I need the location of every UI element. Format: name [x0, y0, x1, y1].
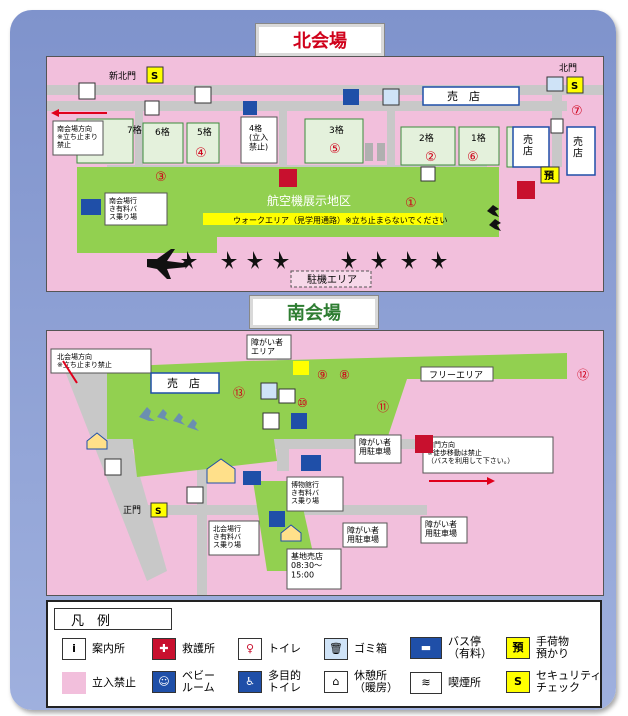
spot-3: ③	[155, 170, 167, 185]
trash-icon: 🗑	[324, 638, 348, 660]
toilet-icon: ♀	[238, 638, 262, 660]
spot-13: ⑬	[233, 386, 245, 400]
north-bus-label: 北会場行き有料バス乗り場	[213, 524, 241, 549]
south-facility-icons	[104, 382, 433, 527]
baggage-icon: 預	[506, 637, 530, 659]
spot-5: ⑤	[329, 142, 341, 157]
main-gate-label: 正門	[123, 505, 141, 516]
legend-first-aid: ✚ 救護所	[152, 638, 215, 660]
spot-2: ②	[425, 150, 437, 165]
spot-12: ⑫	[577, 368, 589, 382]
security-check-icon: S	[506, 671, 530, 693]
legend-title: 凡 例	[54, 608, 172, 630]
spot-7: ⑦	[571, 104, 583, 119]
walk-area-label: ウォークエリア（見学用通路）※立ち止まらないでください	[233, 215, 447, 225]
first-aid-icon: ✚	[152, 638, 176, 660]
legend-information: i 案内所	[62, 638, 125, 660]
to-north-direction: 北会場方向※立ち止まり禁止	[57, 352, 112, 369]
hangar-1-label: 1格	[471, 132, 486, 144]
north-map-svg: 7格 6格 5格 4格(立入禁止) 3格 2格 1格 ① ② ③ ④ ⑤ ⑥ ⑦…	[47, 57, 603, 291]
free-area-label: フリーエリア	[429, 371, 483, 381]
hangar-5-label: 5格	[197, 126, 212, 138]
new-north-gate: 新北門	[109, 70, 136, 82]
spot-6: ⑥	[467, 150, 479, 165]
hangar-6-label: 6格	[155, 126, 170, 138]
rest-area-icon: ⌂	[324, 671, 348, 693]
baby-room-icon: ☺	[152, 671, 176, 693]
spot-8: ⑧	[339, 368, 350, 382]
legend-no-entry: 立入禁止	[62, 672, 136, 694]
no-entry-swatch-icon	[62, 672, 86, 694]
baggage-icon: 預	[544, 170, 555, 182]
information-icon: i	[62, 638, 86, 660]
spot-4: ④	[195, 146, 207, 161]
legend: 凡 例 i 案内所 ✚ 救護所 ♀ トイレ 🗑 ゴミ箱 ▬ バス停 （有料） 預…	[46, 600, 602, 708]
hangar-2-label: 2格	[419, 132, 434, 144]
legend-bus-stop: ▬ バス停 （有料）	[410, 636, 492, 660]
north-facility-icons	[78, 76, 564, 199]
bus-stop-icon	[81, 199, 101, 215]
hangar-3-label: 3格	[329, 124, 344, 136]
parked-aircraft	[147, 205, 501, 279]
north-shop-2: 売店	[523, 133, 533, 158]
disabled-parking-3: 障がい者用駐車場	[425, 519, 457, 538]
north-gate: 北門	[559, 63, 577, 74]
south-shop: 売 店	[167, 376, 200, 390]
to-south-direction: 南会場方向※立ち止まり禁止	[57, 124, 98, 149]
spot-1: ①	[405, 196, 417, 211]
hangar-4-label: 4格(立入禁止)	[249, 123, 268, 151]
disabled-parking-1: 障がい者用駐車場	[359, 437, 391, 456]
museum-bus-label: 博物館行き有料バス乗り場	[291, 480, 319, 505]
south-bus-stop-label: 南会場行き有料バス乗り場	[109, 196, 137, 221]
legend-trash: 🗑 ゴミ箱	[324, 638, 387, 660]
spot-9: ⑨	[317, 368, 328, 382]
disabled-parking-2: 障がい者用駐車場	[347, 525, 379, 544]
south-venue-map: 北会場方向※立ち止まり禁止 売 店 障がい者エリア フリーエリア 障がい者用駐車…	[46, 330, 604, 596]
legend-toilet: ♀ トイレ	[238, 638, 301, 660]
bus-stop-icon: ▬	[410, 637, 442, 659]
north-shop-3: 売店	[573, 135, 583, 160]
legend-baggage: 預 手荷物 預かり	[506, 636, 569, 660]
security-check-north-2: S	[571, 81, 578, 92]
north-venue-title: 北会場	[255, 23, 385, 57]
north-venue-map: 7格 6格 5格 4格(立入禁止) 3格 2格 1格 ① ② ③ ④ ⑤ ⑥ ⑦…	[46, 56, 604, 292]
security-check-south: S	[155, 507, 161, 517]
hangar-7-label: 7格	[127, 124, 142, 136]
legend-rest-area: ⌂ 休憩所 （暖房）	[324, 670, 398, 694]
legend-accessible-toilet: ♿ 多目的 トイレ	[238, 670, 301, 694]
north-shop-main: 売 店	[447, 89, 480, 103]
spot-10: ⑩	[297, 396, 308, 410]
south-gate-direction: 南門方向※徒歩移動は禁止（バスを利用して下さい。）	[427, 440, 514, 465]
security-check-north-1: S	[151, 71, 158, 82]
disabled-area-label: 障がい者エリア	[251, 337, 283, 356]
legend-baby-room: ☺ ベビー ルーム	[152, 670, 215, 694]
first-aid-icon	[279, 169, 297, 187]
display-area-title: 航空機展示地区	[267, 193, 351, 208]
spot-11: ⑪	[377, 400, 389, 414]
accessible-toilet-icon: ♿	[238, 671, 262, 693]
smoking-area-icon: ≋	[410, 672, 442, 694]
south-map-svg: 北会場方向※立ち止まり禁止 売 店 障がい者エリア フリーエリア 障がい者用駐車…	[47, 331, 603, 595]
legend-smoking-area: ≋ 喫煙所	[410, 672, 481, 694]
legend-security-check: S セキュリティ チェック	[506, 670, 601, 694]
south-venue-title: 南会場	[249, 295, 379, 329]
parking-area-label: 駐機エリア	[307, 273, 357, 286]
displayed-aircraft	[139, 407, 199, 431]
